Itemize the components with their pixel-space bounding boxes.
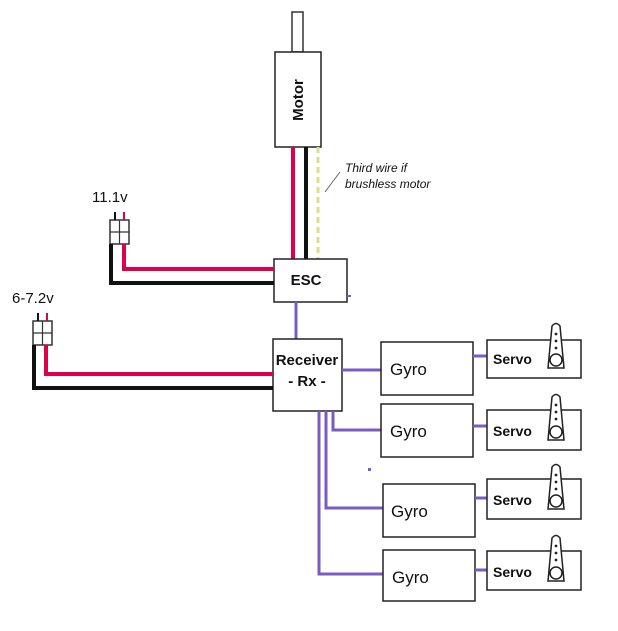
rx-gyro4-wire [317,411,383,576]
servo-box-3 [486,478,582,520]
note-leader [324,171,341,193]
battery-main-wire-red [122,244,274,271]
rx-gyro2-wire [331,411,381,432]
servo-label-4: Servo [493,564,532,580]
servo-label-3: Servo [493,492,532,508]
motor-shaft [291,11,304,53]
battery-rx-label: 6-7.2v [12,290,54,307]
servo-label-1: Servo [493,351,532,367]
gyro-box-2 [380,403,474,458]
gyro-label-3: Gyro [391,502,428,521]
receiver-label-2: - Rx - [288,373,326,390]
battery-main-wire-black [109,244,274,285]
servo-horn-icon-1 [547,322,565,369]
battery-rx-wire-black [32,345,273,390]
rx-gyro3-wire [324,411,383,510]
note-line-2: brushless motor [345,177,431,191]
servo-box-2 [486,409,582,451]
gyro-box-1 [380,341,474,396]
esc-box [273,258,348,303]
gyro-label-2: Gyro [390,422,427,441]
gyro-box-4 [382,549,476,602]
battery-main-label: 11.1v [92,189,128,206]
servo-box-4 [486,550,582,591]
gyro-label-4: Gyro [392,568,429,587]
battery-rx-wire-red [44,345,273,376]
receiver-box [272,338,343,412]
motor-box [274,51,322,148]
motor-label: Motor [290,79,307,121]
stray-dot [368,468,371,471]
servo-horn-icon-3 [547,463,565,510]
receiver-label-1: Receiver [276,352,339,369]
servo-horn-icon-4 [547,534,565,582]
note-line-1: Third wire if [345,161,409,175]
gyro-box-3 [382,483,476,538]
servo-box-1 [486,339,582,379]
servo-horn-icon-2 [547,393,565,441]
gyro-label-1: Gyro [390,360,427,379]
esc-label: ESC [291,272,322,289]
servo-label-2: Servo [493,423,532,439]
